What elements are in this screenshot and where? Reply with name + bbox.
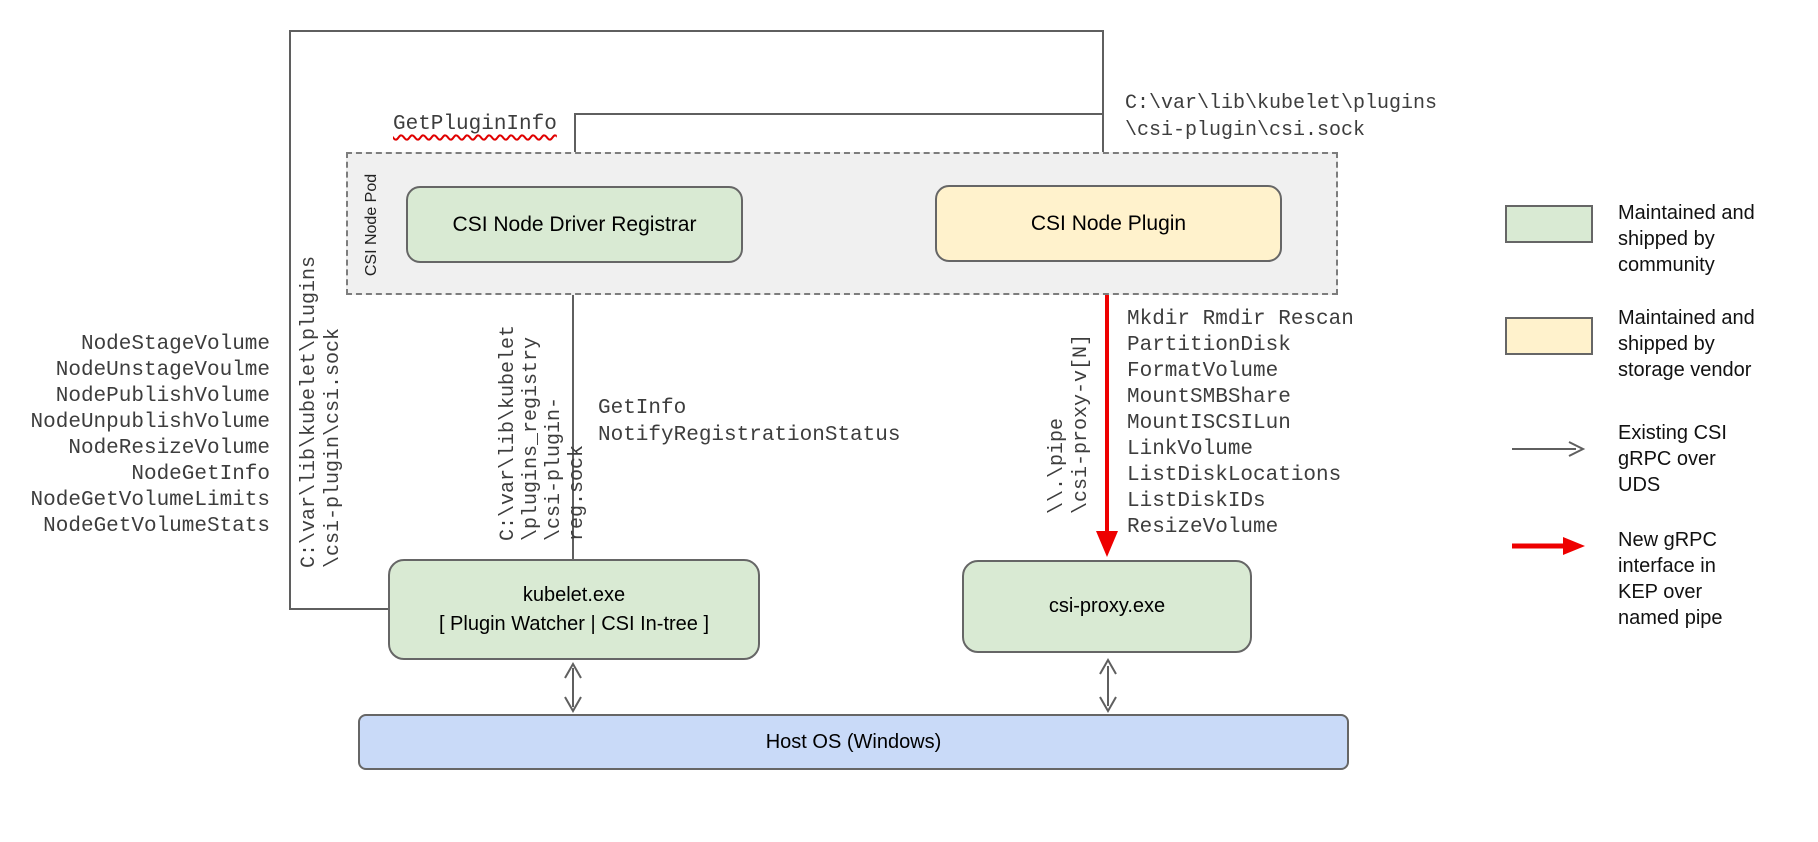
node-call-item: NodePublishVolume: [55, 385, 270, 408]
node-call-item: NodeUnstageVoulme: [55, 359, 270, 382]
legend-line: UDS: [1618, 474, 1661, 496]
proxy-op-item: ResizeVolume: [1127, 516, 1279, 539]
node-call-list: NodeStageVolume NodeUnstageVoulme NodePu…: [20, 332, 270, 540]
kubelet-box: kubelet.exe [ Plugin Watcher | CSI In-tr…: [388, 559, 760, 660]
legend-line: Maintained and: [1618, 202, 1755, 224]
legend-line: New gRPC: [1618, 529, 1717, 551]
legend-community-label: Maintained and shipped by community: [1618, 200, 1755, 278]
legend-line: gRPC over: [1618, 448, 1716, 470]
node-call-item: NodeGetVolumeStats: [43, 515, 270, 538]
legend-line: interface in: [1618, 555, 1716, 577]
registration-calls-label: GetInfo NotifyRegistrationStatus: [598, 395, 900, 449]
proxy-red-arrowhead-icon: [1096, 531, 1118, 557]
legend-line: storage vendor: [1618, 359, 1752, 381]
reg-sock-line: C:\var\lib\kubelet: [497, 324, 520, 541]
proxy-hostos-down-arrowhead-icon: [1099, 696, 1117, 714]
node-call-item: NodeGetVolumeLimits: [30, 489, 270, 512]
node-call-item: NodeUnpublishVolume: [30, 411, 270, 434]
proxy-op-item: MountISCSILun: [1127, 412, 1291, 435]
csi-proxy-label: csi-proxy.exe: [1048, 595, 1166, 617]
node-call-item: NodeResizeVolume: [68, 437, 270, 460]
named-pipe-path-label: \\.\pipe \csi-proxy-v[N]: [1046, 324, 1094, 514]
registrar-label: CSI Node Driver Registrar: [452, 212, 697, 236]
csi-sock-vertical-line: \csi-plugin\csi.sock: [322, 327, 345, 568]
legend-vendor-swatch: [1505, 317, 1593, 355]
legend-line: KEP over: [1618, 581, 1703, 603]
reg-sock-line: \plugins_registry: [520, 336, 543, 541]
named-pipe-line: \\.\pipe: [1046, 417, 1069, 514]
legend-pipe-arrowhead-icon: [1563, 537, 1585, 555]
legend-community-swatch: [1505, 205, 1593, 243]
legend-line: shipped by: [1618, 333, 1715, 355]
csi-sock-path-line: C:\var\lib\kubelet\plugins: [1125, 92, 1438, 115]
csi-proxy-box: csi-proxy.exe: [962, 560, 1252, 653]
kubelet-sublabel: [ Plugin Watcher | CSI In-tree ]: [438, 612, 710, 635]
getplugininfo-label: GetPluginInfo: [393, 113, 557, 136]
proxy-op-item: Mkdir Rmdir Rescan: [1127, 308, 1354, 331]
node-call-item: NodeGetInfo: [131, 463, 270, 486]
proxy-op-list: Mkdir Rmdir Rescan PartitionDisk FormatV…: [1127, 307, 1407, 541]
csi-sock-vertical-line: C:\var\lib\kubelet\plugins: [298, 255, 321, 568]
csi-node-driver-registrar-box: CSI Node Driver Registrar: [406, 186, 743, 263]
named-pipe-line: \csi-proxy-v[N]: [1070, 333, 1093, 514]
proxy-hostos-up-arrowhead-icon: [1099, 657, 1117, 675]
legend-line: named pipe: [1618, 607, 1723, 629]
proxy-op-item: LinkVolume: [1127, 438, 1254, 461]
registration-call-item: GetInfo: [598, 397, 687, 420]
proxy-op-item: FormatVolume: [1127, 360, 1279, 383]
host-os-box: Host OS (Windows): [358, 714, 1349, 770]
csi-node-pod-label: CSI Node Pod: [363, 173, 380, 277]
csi-sock-path-label: C:\var\lib\kubelet\plugins \csi-plugin\c…: [1125, 90, 1437, 144]
proxy-op-item: ListDiskIDs: [1127, 490, 1266, 513]
legend-vendor-label: Maintained and shipped by storage vendor: [1618, 305, 1755, 383]
node-call-item: NodeStageVolume: [80, 333, 270, 356]
plugin-label: CSI Node Plugin: [1030, 211, 1187, 235]
registration-call-item: NotifyRegistrationStatus: [598, 424, 901, 447]
proxy-op-item: MountSMBShare: [1127, 386, 1291, 409]
legend-line: shipped by: [1618, 228, 1715, 250]
legend-uds-label: Existing CSI gRPC over UDS: [1618, 420, 1727, 498]
legend-line: Existing CSI: [1618, 422, 1727, 444]
csi-node-plugin-box: CSI Node Plugin: [935, 185, 1282, 262]
legend-uds-arrowhead-icon: [1568, 441, 1586, 457]
legend-pipe-label: New gRPC interface in KEP over named pip…: [1618, 527, 1723, 631]
kubelet-hostos-down-arrowhead-icon: [564, 696, 582, 714]
proxy-op-item: ListDiskLocations: [1127, 464, 1342, 487]
legend-line: Maintained and: [1618, 307, 1755, 329]
csi-sock-path-line: \csi-plugin\csi.sock: [1125, 119, 1366, 142]
plugin-reg-sock-path-label: C:\var\lib\kubelet \plugins_registry \cs…: [497, 316, 589, 541]
kubelet-label: kubelet.exe: [522, 583, 626, 606]
reg-sock-line: \csi-plugin-reg.sock: [543, 396, 589, 541]
legend-line: community: [1618, 254, 1715, 276]
host-os-label: Host OS (Windows): [765, 730, 942, 753]
proxy-op-item: PartitionDisk: [1127, 334, 1291, 357]
kubelet-hostos-up-arrowhead-icon: [564, 661, 582, 679]
csi-sock-path-vertical-label: C:\var\lib\kubelet\plugins \csi-plugin\c…: [298, 255, 346, 568]
